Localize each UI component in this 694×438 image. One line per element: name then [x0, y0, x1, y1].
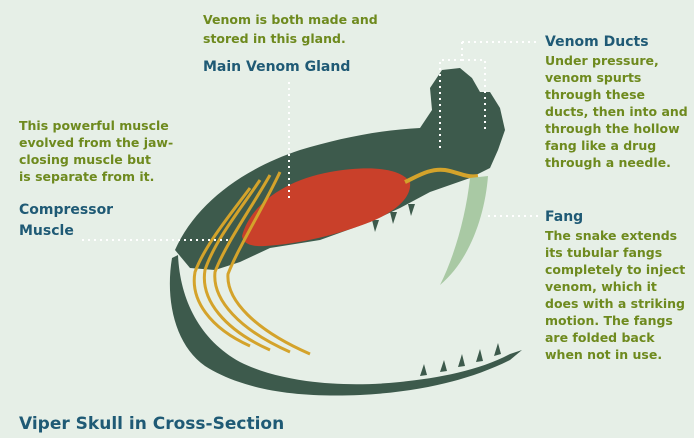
- skull-bone: [175, 68, 505, 270]
- fang-line5: does with a striking: [545, 296, 685, 312]
- jaw-teeth: [420, 343, 501, 376]
- muscle-heading-line1: Compressor: [19, 201, 113, 219]
- gland-note-line2: stored in this gland.: [203, 31, 346, 47]
- fang-line8: when not in use.: [545, 347, 662, 363]
- muscle-line1: This powerful muscle: [19, 118, 169, 134]
- lower-jaw-bone: [170, 255, 522, 396]
- ducts-line6: fang like a drug: [545, 138, 656, 154]
- ducts-line4: ducts, then into and: [545, 104, 688, 120]
- muscle-line3: closing muscle but: [19, 152, 151, 168]
- muscle-line4: is separate from it.: [19, 169, 154, 185]
- fang-line6: motion. The fangs: [545, 313, 673, 329]
- muscle-heading-line2: Muscle: [19, 222, 74, 240]
- muscle-line2: evolved from the jaw-: [19, 135, 173, 151]
- fang-heading: Fang: [545, 208, 583, 226]
- gland-heading: Main Venom Gland: [203, 58, 350, 76]
- fang-line4: venom, which it: [545, 279, 657, 295]
- ducts-line7: through a needle.: [545, 155, 671, 171]
- fang-line2: its tubular fangs: [545, 245, 662, 261]
- fang-line7: are folded back: [545, 330, 655, 346]
- ducts-line2: venom spurts: [545, 70, 641, 86]
- fang-line3: completely to inject: [545, 262, 685, 278]
- diagram-title: Viper Skull in Cross-Section: [19, 414, 284, 434]
- fang-line1: The snake extends: [545, 228, 677, 244]
- fang: [440, 176, 488, 285]
- ducts-line3: through these: [545, 87, 645, 103]
- ducts-heading: Venom Ducts: [545, 33, 649, 51]
- ducts-line5: through the hollow: [545, 121, 680, 137]
- ducts-line1: Under pressure,: [545, 53, 659, 69]
- gland-note-line1: Venom is both made and: [203, 12, 378, 28]
